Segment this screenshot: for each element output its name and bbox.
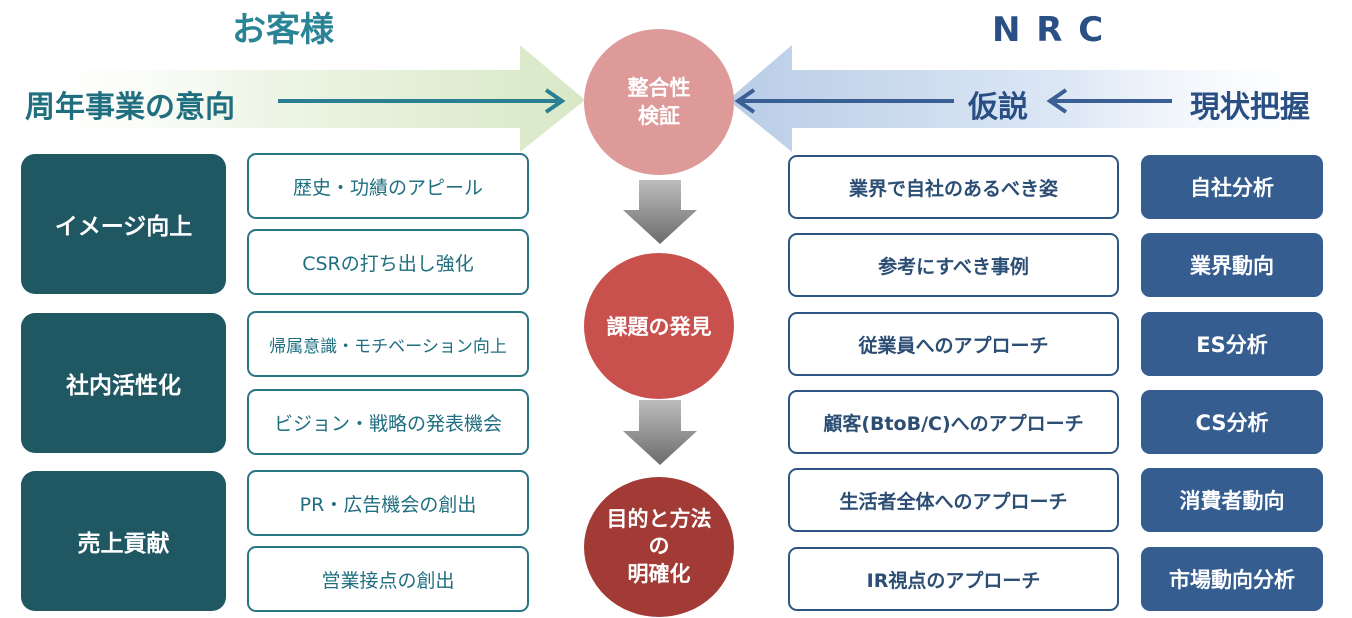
- approach-text: 参考にすべき事例: [878, 255, 1029, 278]
- approach-box: IR視点のアプローチ: [788, 547, 1119, 611]
- category-label: 売上貢献: [77, 531, 170, 557]
- nrc-header: N R C: [992, 10, 1106, 50]
- hypothesis-label: 仮説: [968, 90, 1028, 125]
- approach-text: 顧客(BtoB/C)へのアプローチ: [823, 412, 1084, 435]
- approach-text: IR視点のアプローチ: [866, 569, 1041, 592]
- anniversary-intent-label: 周年事業の意向: [25, 90, 235, 125]
- issue-discovery-circle: 課題の発見: [584, 253, 734, 399]
- issue-discovery-text: 課題の発見: [606, 315, 712, 339]
- left-item-box: CSRの打ち出し強化: [247, 229, 529, 295]
- analysis-box: 自社分析: [1141, 155, 1323, 219]
- analysis-text: ES分析: [1196, 333, 1268, 357]
- approach-box: 従業員へのアプローチ: [788, 312, 1119, 376]
- analysis-text: CS分析: [1195, 411, 1269, 435]
- left-flow-arrowhead: [544, 88, 566, 114]
- goal-line3: 明確化: [627, 561, 691, 586]
- current-state-label: 現状把握: [1190, 90, 1310, 125]
- down-arrow-2: [623, 400, 697, 465]
- left-block-arrow: [0, 45, 585, 152]
- client-header: お客様: [232, 10, 334, 50]
- approach-text: 生活者全体へのアプローチ: [839, 490, 1068, 513]
- analysis-box: CS分析: [1141, 390, 1323, 454]
- category-label: 社内活性化: [66, 373, 181, 399]
- left-item-text: PR・広告機会の創出: [299, 493, 477, 516]
- left-item-box: ビジョン・戦略の発表機会: [247, 389, 529, 455]
- category-image-improvement: イメージ向上: [21, 154, 226, 294]
- analysis-text: 業界動向: [1190, 254, 1274, 278]
- left-item-box: 帰属意識・モチベーション向上: [247, 311, 529, 377]
- goal-line2: の: [648, 534, 670, 559]
- left-item-text: ビジョン・戦略の発表機会: [273, 412, 502, 435]
- analysis-box: 業界動向: [1141, 233, 1323, 297]
- approach-text: 従業員へのアプローチ: [858, 334, 1049, 357]
- category-internal-activation: 社内活性化: [21, 313, 226, 453]
- goal-clarification-circle: 目的と方法 の 明確化: [584, 477, 734, 617]
- analysis-box: 市場動向分析: [1141, 547, 1323, 611]
- approach-text: 業界で自社のあるべき姿: [848, 177, 1058, 200]
- left-item-box: 歴史・功績のアピール: [247, 153, 529, 219]
- approach-box: 生活者全体へのアプローチ: [788, 468, 1119, 532]
- approach-box: 参考にすべき事例: [788, 233, 1119, 297]
- approach-box: 業界で自社のあるべき姿: [788, 155, 1119, 219]
- analysis-text: 自社分析: [1190, 176, 1274, 200]
- category-sales-contribution: 売上貢献: [21, 471, 226, 611]
- down-arrow-1: [623, 180, 697, 244]
- goal-line1: 目的と方法: [606, 507, 712, 532]
- category-label: イメージ向上: [54, 214, 193, 240]
- approach-box: 顧客(BtoB/C)へのアプローチ: [788, 390, 1119, 454]
- analysis-box: 消費者動向: [1141, 468, 1323, 532]
- consistency-check-line1: 整合性: [627, 75, 691, 100]
- analysis-text: 市場動向分析: [1169, 568, 1295, 592]
- left-item-box: 営業接点の創出: [247, 546, 529, 612]
- analysis-box: ES分析: [1141, 312, 1323, 376]
- right-block-arrow: [728, 45, 1352, 152]
- consistency-check-line2: 検証: [638, 104, 680, 128]
- right-flow-arrowhead-2: [1046, 88, 1068, 114]
- left-item-text: CSRの打ち出し強化: [302, 252, 474, 275]
- left-item-box: PR・広告機会の創出: [247, 470, 529, 536]
- analysis-text: 消費者動向: [1179, 489, 1285, 513]
- left-item-text: 営業接点の創出: [321, 569, 455, 592]
- left-item-text: 歴史・功績のアピール: [292, 176, 483, 199]
- consistency-check-circle: 整合性 検証: [584, 29, 734, 175]
- left-item-text: 帰属意識・モチベーション向上: [269, 336, 507, 357]
- right-flow-arrowhead-1: [734, 88, 756, 114]
